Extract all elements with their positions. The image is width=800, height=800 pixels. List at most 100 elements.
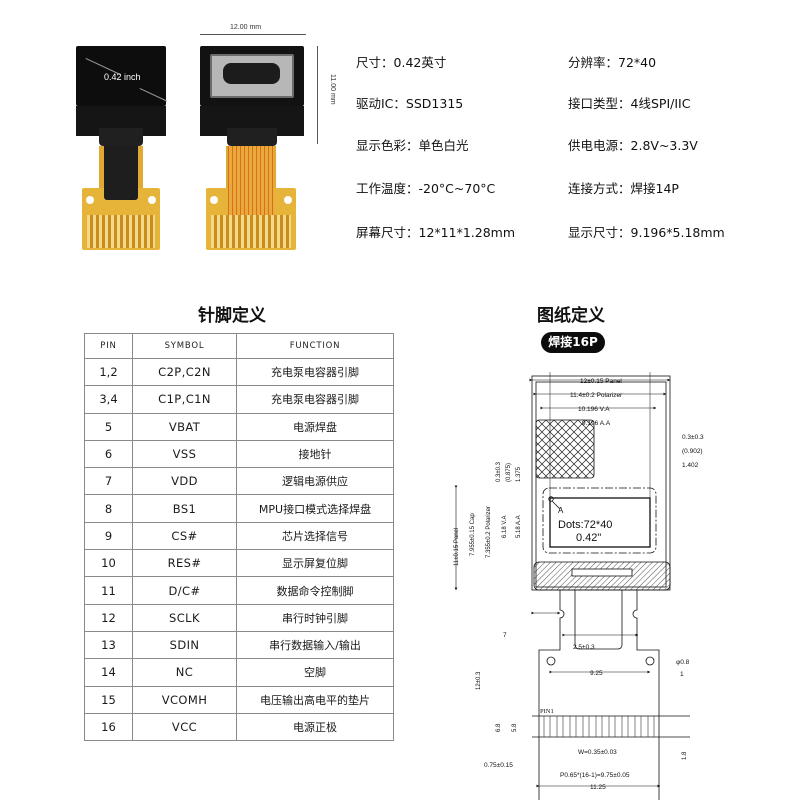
pin-cell: 7	[84, 467, 133, 496]
dots-label: Dots:72*40	[558, 519, 612, 531]
table-header-row: PIN SYMBOL FUNCTION	[84, 333, 394, 359]
dim-fpc-width: 7	[503, 632, 507, 639]
dim-hole-offset: 1	[680, 671, 684, 678]
height-dimension-line	[317, 46, 318, 144]
width-dimension-line	[200, 34, 306, 35]
spec-connection: 连接方式：焊接14P	[568, 181, 679, 196]
symbol-cell: C1P,C1N	[132, 385, 237, 414]
dim-left-1: 0.3±0.3	[496, 461, 502, 482]
function-cell: 串行数据输入/输出	[236, 630, 394, 660]
pin-cell: 12	[84, 603, 133, 632]
spec-interface: 接口类型：4线SPI/IIC	[568, 96, 691, 111]
header-pin: PIN	[84, 333, 133, 359]
dim-hole-span: 9.25	[590, 670, 603, 677]
width-dimension: 12.00 mm	[230, 24, 262, 31]
module-front-photo: 0.42 inch	[76, 46, 168, 146]
function-cell: 充电泵电容器引脚	[236, 357, 394, 387]
function-cell: 串行时钟引脚	[236, 603, 394, 632]
fpc-back	[206, 146, 296, 250]
spec-temperature: 工作温度：-20°C~70°C	[356, 181, 496, 196]
symbol-cell: D/C#	[132, 576, 237, 605]
dim-va-height: 6.18 V.A	[502, 516, 508, 538]
function-cell: 电源焊盘	[236, 412, 394, 441]
symbol-cell: C2P,C2N	[132, 357, 237, 387]
dim-pitch: P0.65*(16-1)=9.75±0.05	[560, 772, 630, 779]
pin-cell: 1,2	[84, 357, 133, 387]
symbol-cell: VDD	[132, 467, 237, 496]
symbol-cell: SDIN	[132, 630, 237, 660]
header-function: FUNCTION	[236, 333, 394, 359]
symbol-cell: VCOMH	[132, 685, 237, 714]
symbol-cell: SCLK	[132, 603, 237, 632]
pin-cell: 6	[84, 439, 133, 469]
dim-va-width: 10.196 V.A	[578, 406, 610, 413]
spec-power: 供电电源：2.8V~3.3V	[568, 138, 698, 153]
dim-left-3: 1.375	[516, 466, 522, 482]
function-cell: 接地针	[236, 439, 394, 469]
symbol-cell: NC	[132, 658, 237, 687]
dim-left-2: (0.875)	[506, 463, 512, 482]
spec-color: 显示色彩：单色白光	[356, 138, 469, 153]
dim-fpc-offset: 2.5±0.3	[573, 644, 595, 651]
dim-polarizer-height: 7.355±0.2 Polarizer	[486, 506, 492, 558]
dim-right-3: 1.402	[682, 462, 699, 469]
symbol-cell: RES#	[132, 549, 237, 578]
dim-aa-width: 9.196 A.A	[582, 420, 611, 427]
pin-cell: 14	[84, 658, 133, 687]
product-photos: 0.42 inch 12.00 mm 11.00 mm	[60, 20, 350, 260]
header-symbol: SYMBOL	[132, 333, 237, 359]
spec-display-size: 显示尺寸：9.196*5.18mm	[568, 225, 725, 240]
pin-cell: 15	[84, 685, 133, 714]
dim-aa-height: 5.18 A.A	[516, 515, 522, 538]
size-label: 0.42"	[576, 532, 601, 544]
pin-cell: 13	[84, 630, 133, 660]
symbol-cell: CS#	[132, 521, 237, 551]
dim-panel-width: 12±0.15 Panel	[580, 378, 622, 385]
height-dimension: 11.00 mm	[329, 74, 336, 105]
pin-cell: 9	[84, 521, 133, 551]
size-label: 0.42 inch	[104, 72, 141, 82]
function-cell: 空脚	[236, 658, 394, 687]
drawing-section-title: 图纸定义	[537, 306, 605, 326]
symbol-cell: BS1	[132, 494, 237, 523]
spec-size: 尺寸：0.42英寸	[356, 55, 447, 70]
function-cell: 显示屏复位脚	[236, 549, 394, 578]
spec-driver-ic: 驱动IC：SSD1315	[356, 96, 464, 111]
dim-fpc-total: 11.25	[590, 784, 606, 791]
pin-cell: 10	[84, 549, 133, 578]
pin-cell: 8	[84, 494, 133, 523]
dim-pin-width: W=0.35±0.03	[578, 749, 617, 756]
dim-polarizer-width: 11.4±0.2 Polarizer	[570, 392, 623, 399]
function-cell: 数据命令控制脚	[236, 576, 394, 605]
dim-pin-length: 1.8	[682, 751, 688, 760]
dim-edge: 0.75±0.15	[484, 762, 513, 769]
dim-hole-diameter: φ0.8	[676, 659, 690, 666]
pin-cell: 16	[84, 712, 133, 742]
pin-cell: 11	[84, 576, 133, 605]
dim-right-2: (0.902)	[682, 448, 703, 455]
dim-panel-height: 11±0.15 Panel	[454, 528, 460, 566]
function-cell: MPU接口模式选择焊盘	[236, 494, 394, 523]
dim-total-height: 12±0.3	[476, 671, 482, 690]
solder-badge: 焊接16P	[541, 332, 605, 353]
mechanical-drawing: 12±0.15 Panel 11.4±0.2 Polarizer 10.196 …	[430, 360, 710, 800]
pin-cell: 3,4	[84, 385, 133, 414]
function-cell: 芯片选择信号	[236, 521, 394, 551]
spec-screen-size: 屏幕尺寸：12*11*1.28mm	[356, 225, 516, 240]
symbol-cell: VBAT	[132, 412, 237, 441]
marker-a: A	[558, 506, 564, 515]
dim-right-1: 0.3±0.3	[682, 434, 704, 441]
